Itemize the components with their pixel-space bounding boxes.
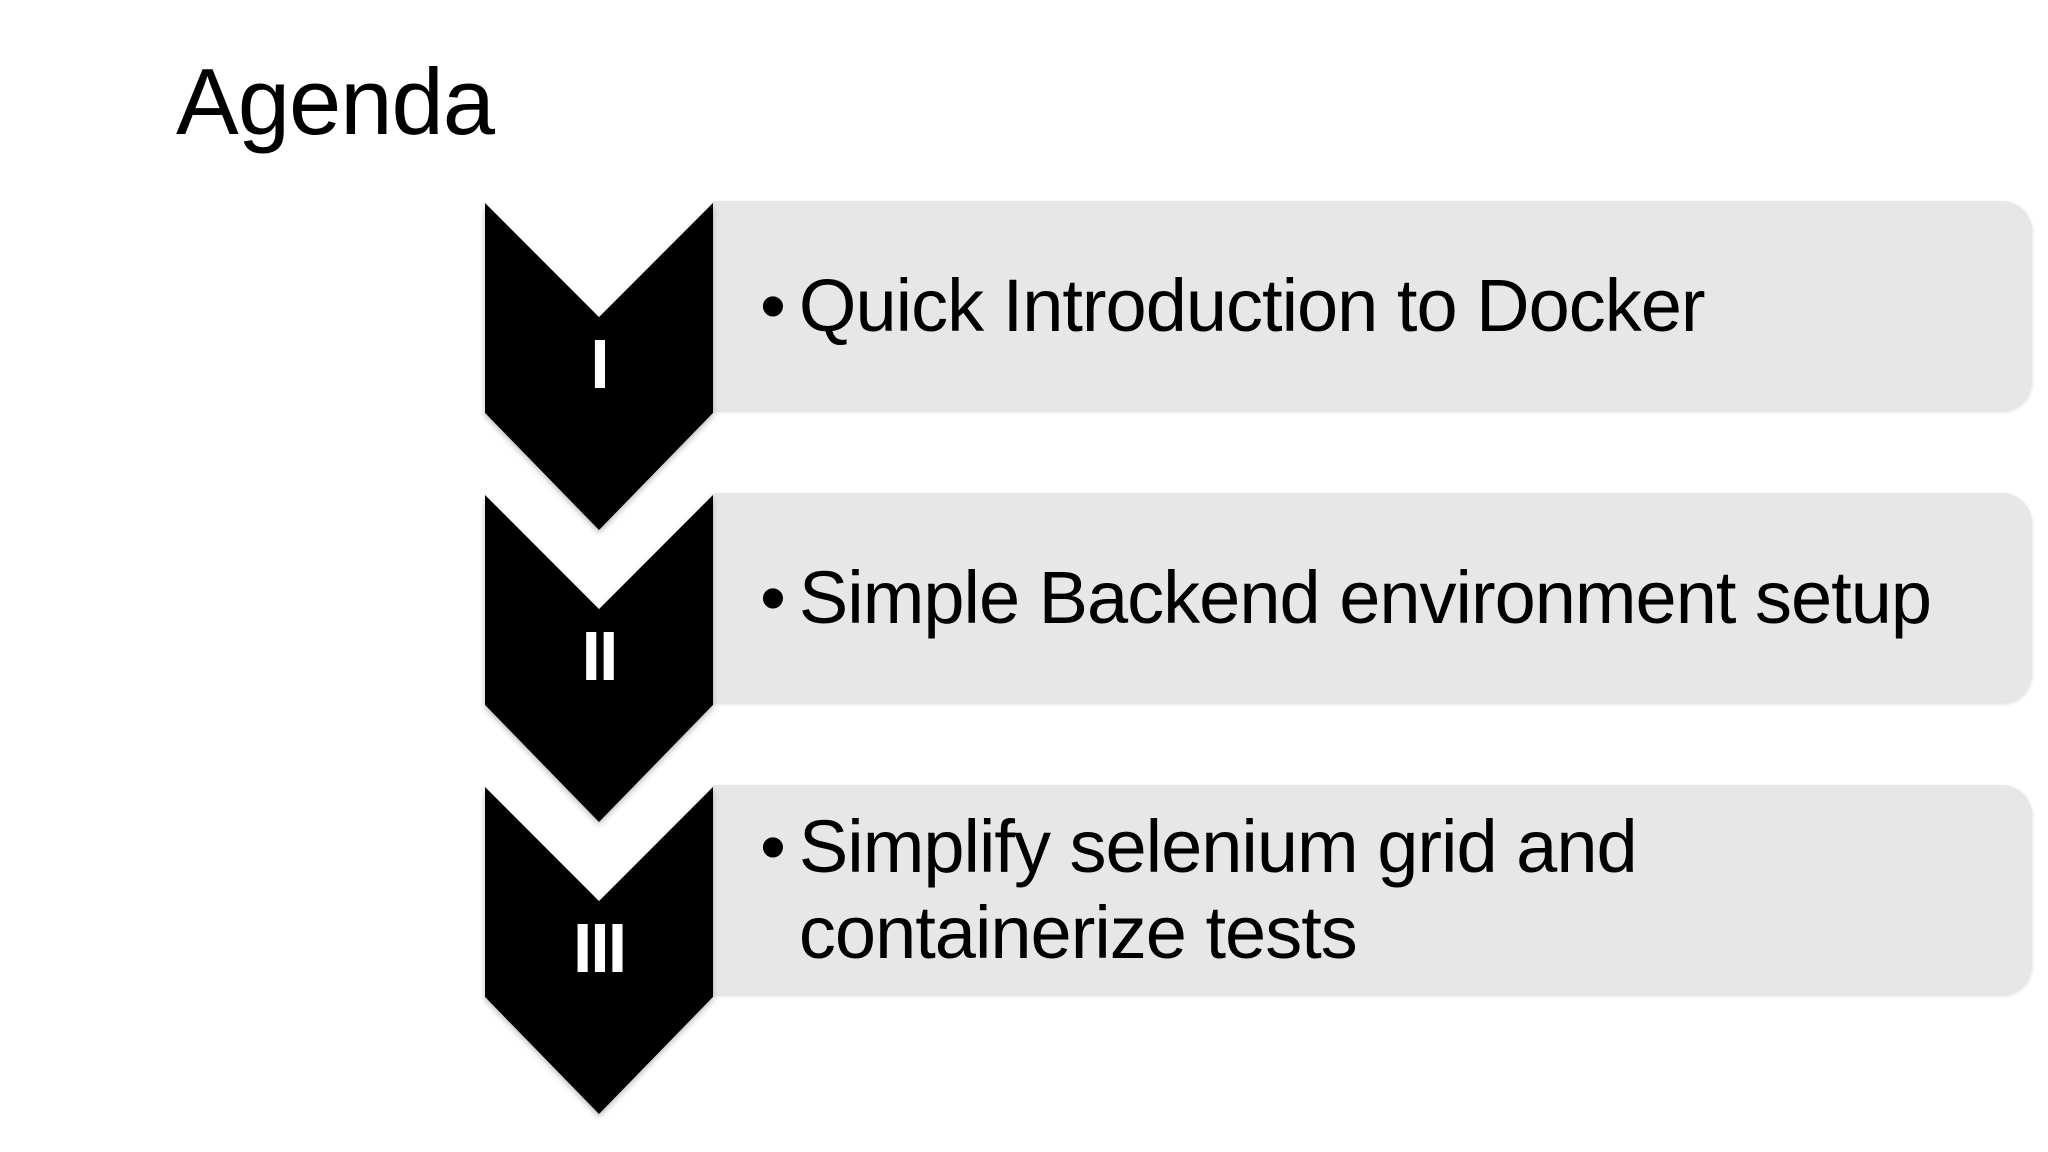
step-numeral: I bbox=[590, 325, 609, 403]
chevron-arrow: I bbox=[485, 203, 713, 530]
bullet-marker: • bbox=[760, 804, 786, 888]
chevron-arrow: II bbox=[485, 495, 713, 822]
bullet-marker: • bbox=[760, 555, 786, 639]
step-textbox: • Simplify selenium grid and containeriz… bbox=[711, 785, 2032, 994]
step-text: Simple Backend environment setup bbox=[798, 555, 1932, 639]
step-textbox: • Quick Introduction to Docker bbox=[711, 201, 2032, 410]
step-text: Quick Introduction to Docker bbox=[798, 263, 1706, 347]
bullet-marker: • bbox=[760, 263, 786, 347]
step-text: Simplify selenium grid and containerize … bbox=[798, 804, 1638, 974]
step-content: • Simple Backend environment setup bbox=[760, 555, 1932, 641]
step-content: • Simplify selenium grid and containeriz… bbox=[760, 804, 1638, 976]
page-title: Agenda bbox=[176, 49, 495, 154]
step-numeral: II bbox=[581, 617, 619, 695]
chevron-arrow: III bbox=[485, 787, 713, 1114]
step-content: • Quick Introduction to Docker bbox=[760, 263, 1706, 349]
step-textbox: • Simple Backend environment setup bbox=[711, 493, 2032, 702]
step-numeral: III bbox=[572, 909, 627, 987]
